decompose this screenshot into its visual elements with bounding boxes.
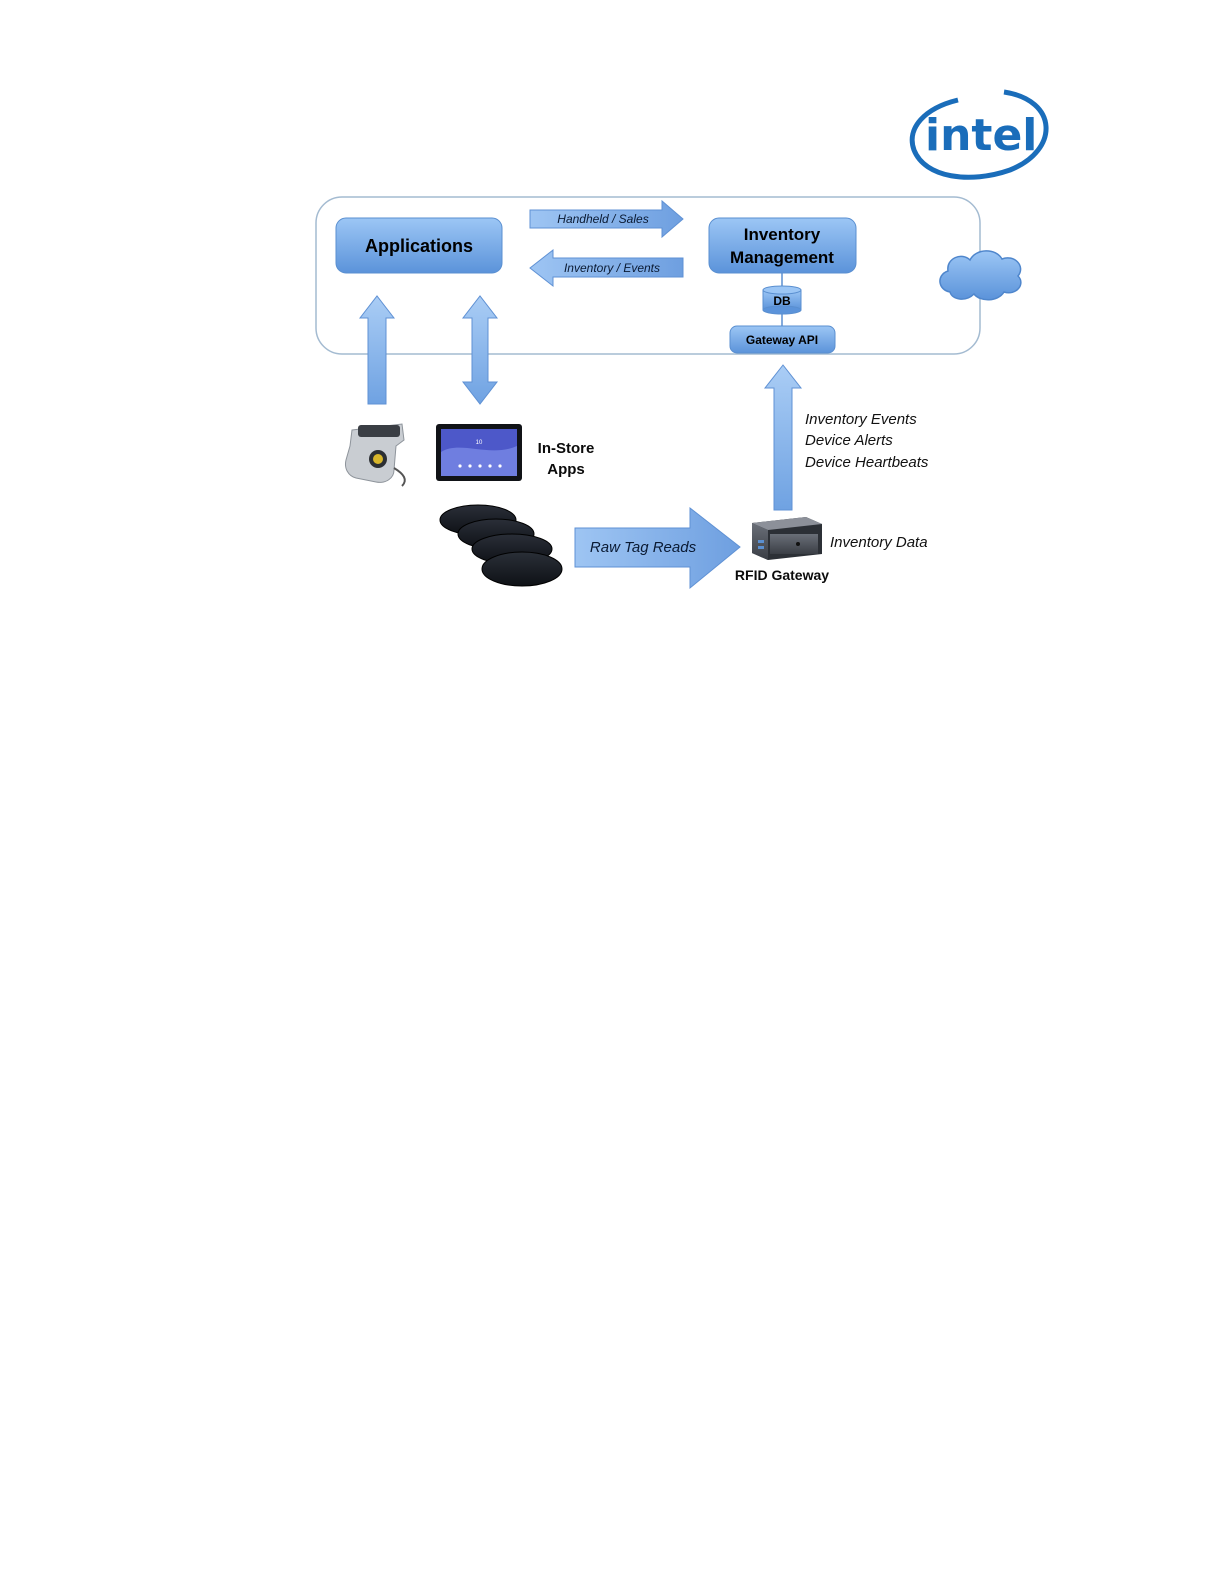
gateway-message-device-heartbeats: Device Heartbeats	[805, 454, 929, 471]
db-label: DB	[773, 294, 791, 308]
gateway-message-device-alerts: Device Alerts	[805, 432, 893, 449]
in-store-apps-label-line1: In-Store	[538, 440, 595, 457]
inventory-management-label-line1: Inventory	[744, 225, 821, 244]
in-store-apps-label-line2: Apps	[547, 461, 585, 478]
inventory-events-label: Inventory / Events	[564, 261, 660, 275]
intel-logo: intel	[912, 92, 1046, 177]
gateway-message-inventory-events: Inventory Events	[805, 411, 917, 428]
rfid-gateway-label: RFID Gateway	[735, 567, 829, 583]
inventory-management-label-line2: Management	[730, 248, 834, 267]
inventory-data-label: Inventory Data	[830, 534, 928, 551]
inventory-events-arrow: Inventory / Events	[530, 250, 683, 286]
db-cylinder: DB	[763, 286, 801, 314]
gateway-api-label: Gateway API	[746, 333, 818, 347]
scanner-to-applications-arrow	[360, 296, 394, 404]
handheld-sales-label: Handheld / Sales	[557, 212, 648, 226]
handheld-sales-arrow: Handheld / Sales	[530, 201, 683, 237]
cloud-icon	[940, 251, 1021, 300]
gateway-to-api-arrow	[765, 365, 801, 510]
rfid-reader-icon	[440, 505, 562, 586]
intel-logo-text: intel	[925, 110, 1037, 161]
handheld-scanner-icon	[345, 424, 404, 486]
applications-label: Applications	[365, 236, 473, 256]
tablet-applications-double-arrow	[463, 296, 497, 404]
tablet-icon: 10	[436, 424, 522, 481]
applications-box: Applications	[336, 218, 502, 273]
inventory-management-box: Inventory Management	[709, 218, 856, 273]
gateway-api-box: Gateway API	[730, 326, 835, 353]
raw-tag-reads-arrow: Raw Tag Reads	[575, 508, 740, 588]
raw-tag-reads-label: Raw Tag Reads	[590, 539, 697, 556]
gateway-device-icon	[752, 517, 822, 560]
tablet-clock-glyph: 10	[476, 440, 483, 446]
